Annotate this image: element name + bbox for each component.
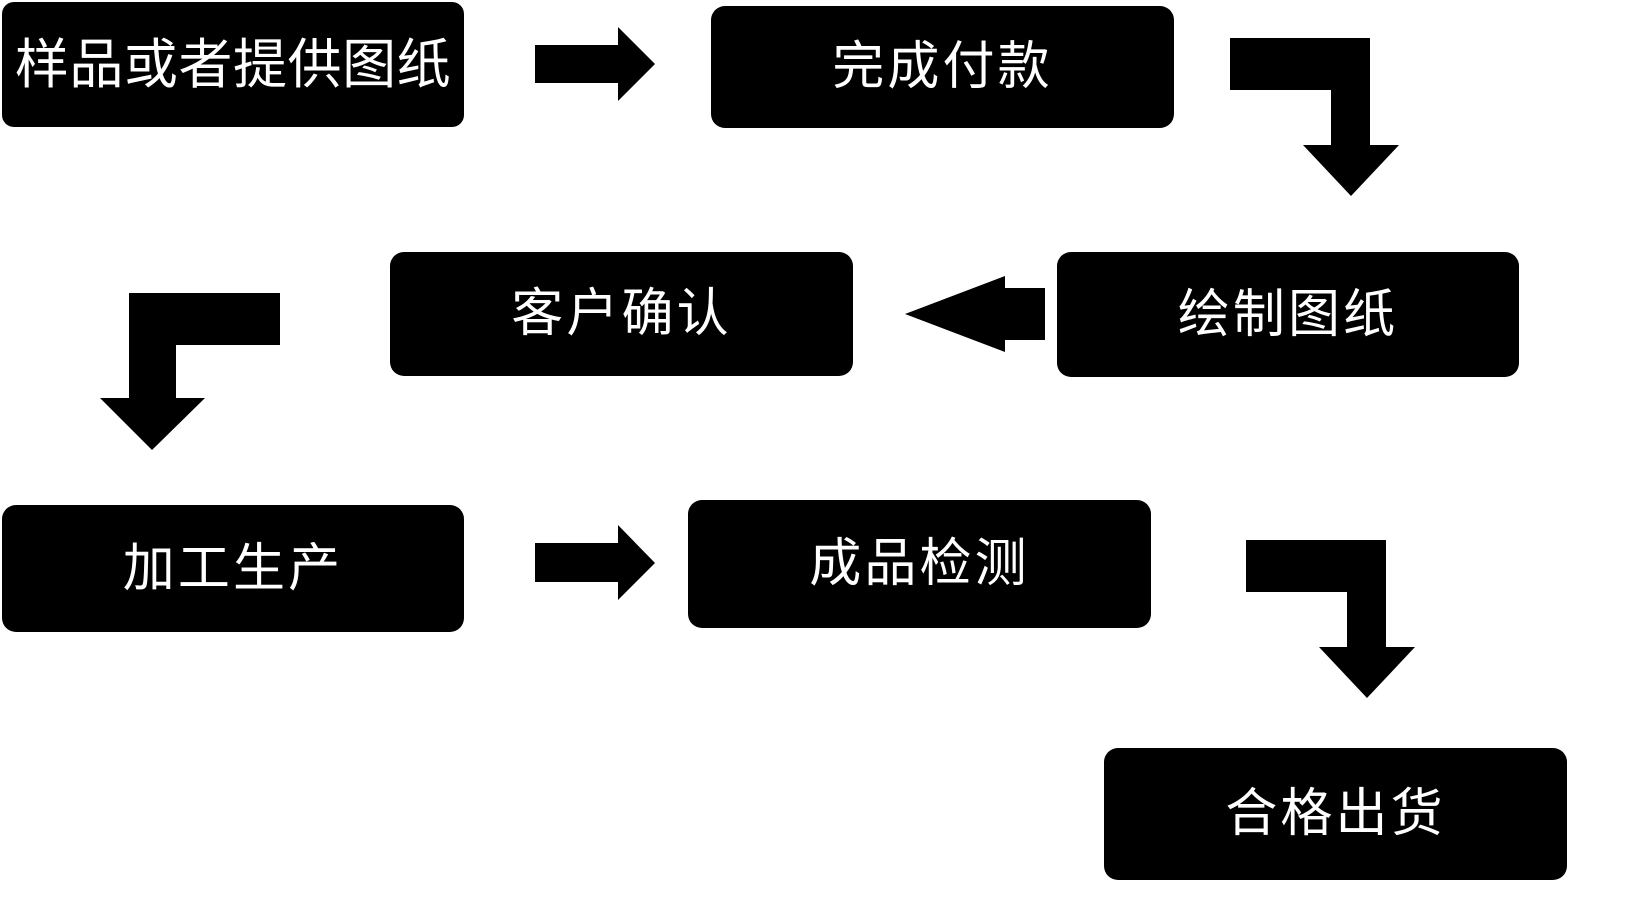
flow-node-produce-label: 加工生产 — [122, 539, 344, 598]
flow-node-confirm-label: 客户确认 — [511, 285, 732, 343]
flow-node-confirm[interactable]: 客户确认 — [390, 252, 853, 376]
flow-node-payment[interactable]: 完成付款 — [711, 6, 1174, 128]
arrow-right-produce-to-inspect — [535, 525, 655, 600]
arrow-elbow-left-down-confirm-to-produce — [100, 293, 280, 450]
arrow-right-sample-to-payment — [535, 27, 655, 101]
flow-node-inspect-label: 成品检测 — [809, 535, 1030, 593]
arrow-elbow-right-down-inspect-to-ship — [1246, 540, 1415, 698]
flow-node-produce[interactable]: 加工生产 — [2, 505, 464, 632]
flow-node-ship[interactable]: 合格出货 — [1104, 748, 1567, 880]
arrow-left-drawing-to-confirm — [905, 276, 1045, 352]
arrow-elbow-right-down-payment-to-drawing — [1230, 38, 1399, 196]
flow-node-drawing-label: 绘制图纸 — [1177, 285, 1399, 344]
flow-node-sample[interactable]: 样品或者提供图纸 — [2, 2, 464, 127]
flow-node-drawing[interactable]: 绘制图纸 — [1057, 252, 1519, 377]
flow-node-payment-label: 完成付款 — [832, 38, 1053, 96]
flow-node-inspect[interactable]: 成品检测 — [688, 500, 1151, 628]
flow-node-ship-label: 合格出货 — [1225, 785, 1446, 843]
flow-node-sample-label: 样品或者提供图纸 — [14, 34, 452, 95]
